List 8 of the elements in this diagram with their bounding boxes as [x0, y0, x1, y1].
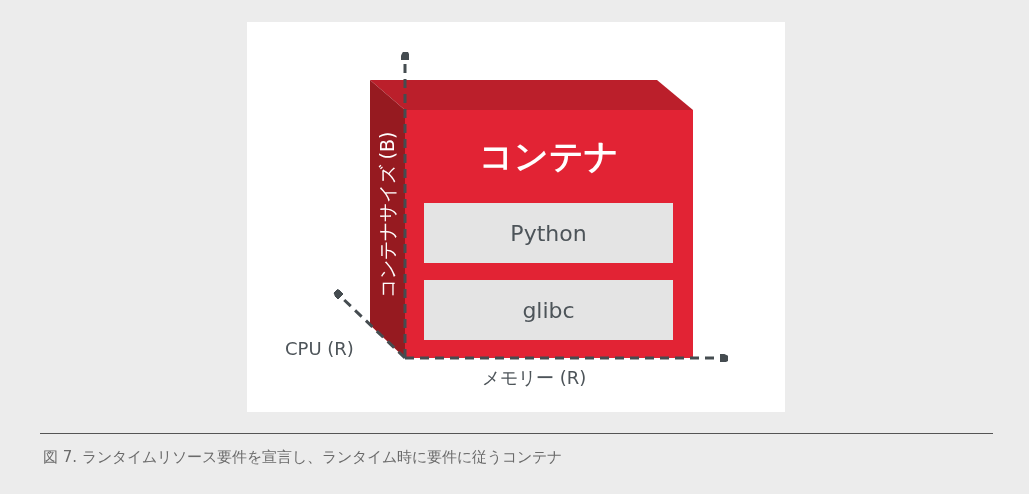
axis-label: CPU (R) [285, 338, 354, 359]
figure-caption: 図 7. ランタイムリソース要件を宣言し、ランタイム時に要件に従うコンテナ [43, 448, 562, 467]
axis-label: メモリー (R) [482, 366, 587, 390]
box-title: コンテナ [478, 135, 620, 178]
layer-box: glibc [424, 280, 673, 340]
container-box [405, 110, 693, 358]
axis-label: コンテナサイズ (B) [374, 131, 399, 299]
layer-box: Python [424, 203, 673, 263]
